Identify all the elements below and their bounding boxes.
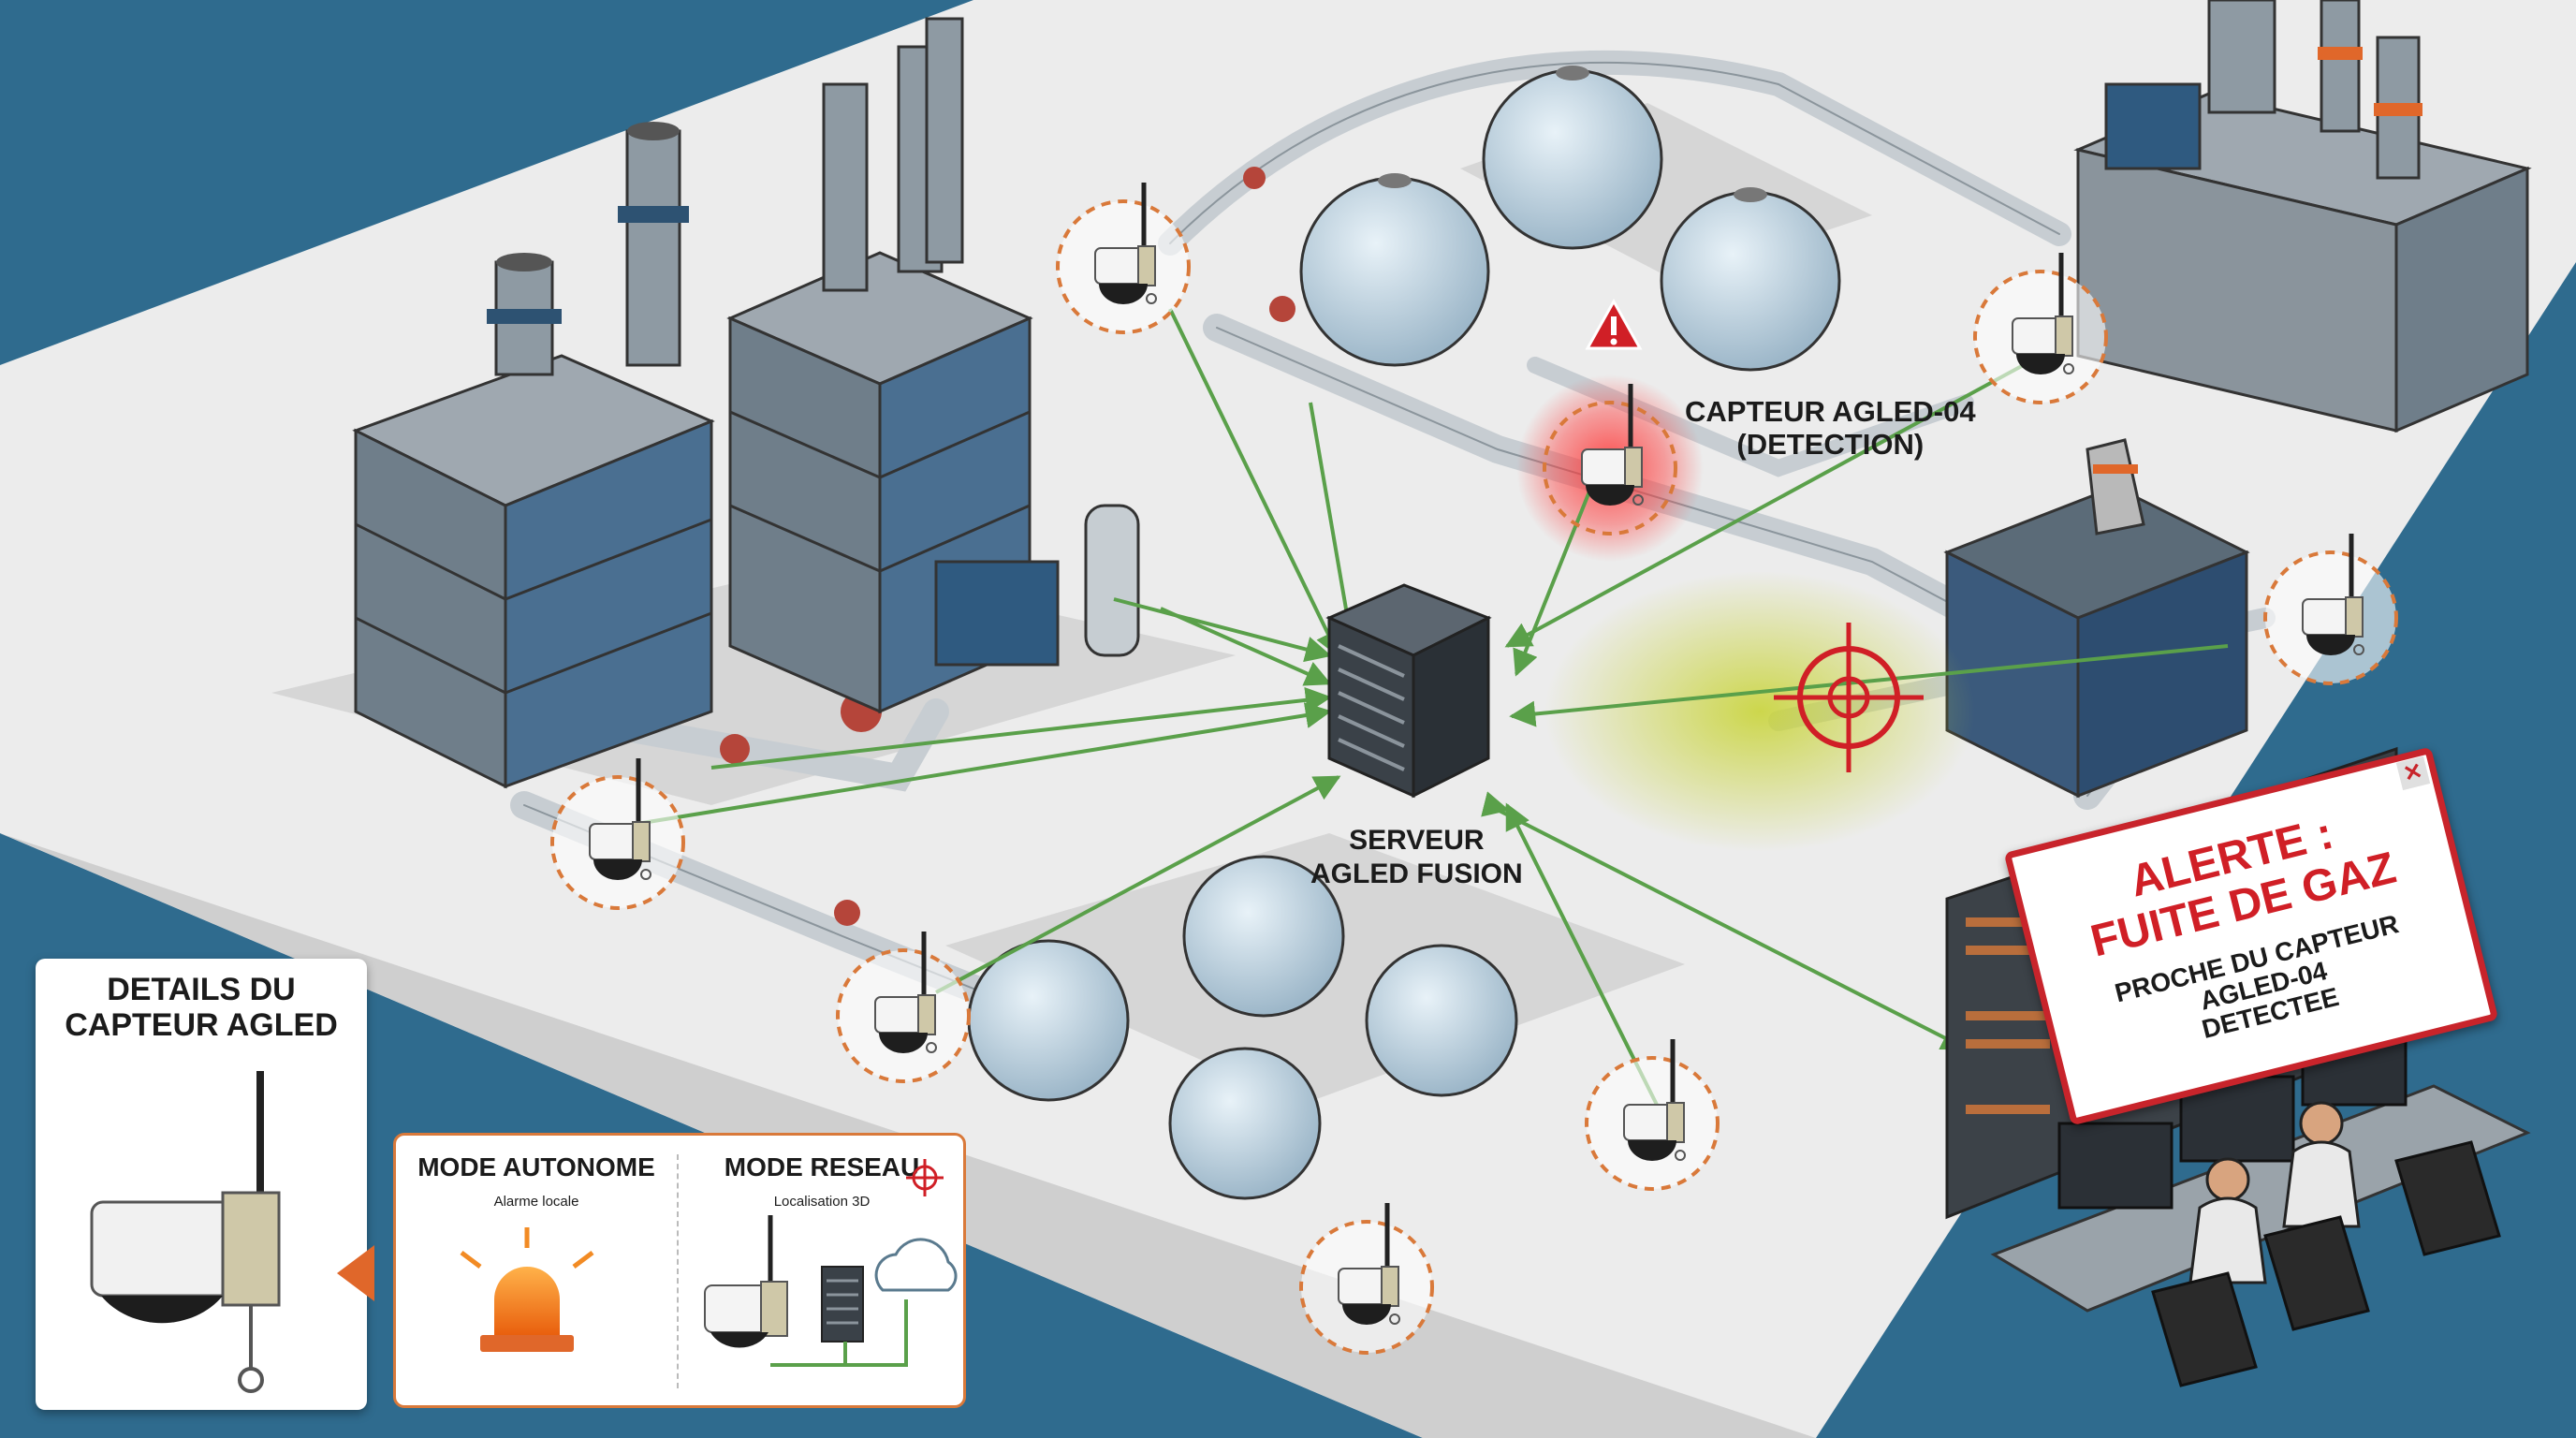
storage-tanks-bottom [967,855,1518,1200]
sensor-node [1299,1203,1434,1355]
storage-tanks-top [1299,66,1841,372]
sensor-node [550,758,685,910]
cloud-icon [874,1238,958,1292]
modes-illustrations [460,1159,958,1367]
sensor-callout-label: CAPTEUR AGLED-04 (DETECTION) [1685,395,1976,461]
processing-building-right [1943,438,2250,799]
beacon-alarm-icon [460,1227,594,1352]
gas-leak-cloud [1544,571,1975,852]
server-rack-icon [821,1266,864,1343]
processing-building-top-right [2073,0,2532,433]
sensor-modes-card: MODE AUTONOME Alarme locale MODE RESEAU … [393,1133,966,1408]
sensor-large-icon [90,1071,281,1393]
sensor-details-card: DETAILS DU CAPTEUR AGLED [36,959,367,1410]
operators [2188,1101,2361,1284]
processing-building-middle [726,17,1140,714]
sensor-node [1973,253,2108,404]
mode-autonomous-title: MODE AUTONOME [417,1152,655,1181]
mode-autonomous-subtitle: Alarme locale [493,1194,579,1210]
wireless-gas-sensor-icon [704,1215,788,1348]
sensor-node [836,932,971,1083]
sensor-nodes [550,183,2398,1355]
crosshair-target-icon [906,1159,944,1196]
processing-building-left [352,122,715,789]
sensor-node [2263,534,2398,685]
server-rack-icon [1325,583,1492,799]
crosshair-target-icon [1774,623,1924,772]
data-links [636,308,2229,1106]
mode-network-subtitle: Localisation 3D [773,1194,871,1210]
mode-network-title: MODE RESEAU [724,1152,920,1181]
sensor-node [1585,1039,1720,1191]
pointer-arrow [337,1245,374,1301]
sensor-node [1056,183,1191,334]
sensor-node-agled-04 [1543,384,1677,536]
details-title: DETAILS DU CAPTEUR AGLED [65,972,338,1043]
server-label: SERVEUR AGLED FUSION [1310,825,1523,889]
modes-divider [677,1154,681,1388]
warning-triangle-icon [1585,298,1643,350]
